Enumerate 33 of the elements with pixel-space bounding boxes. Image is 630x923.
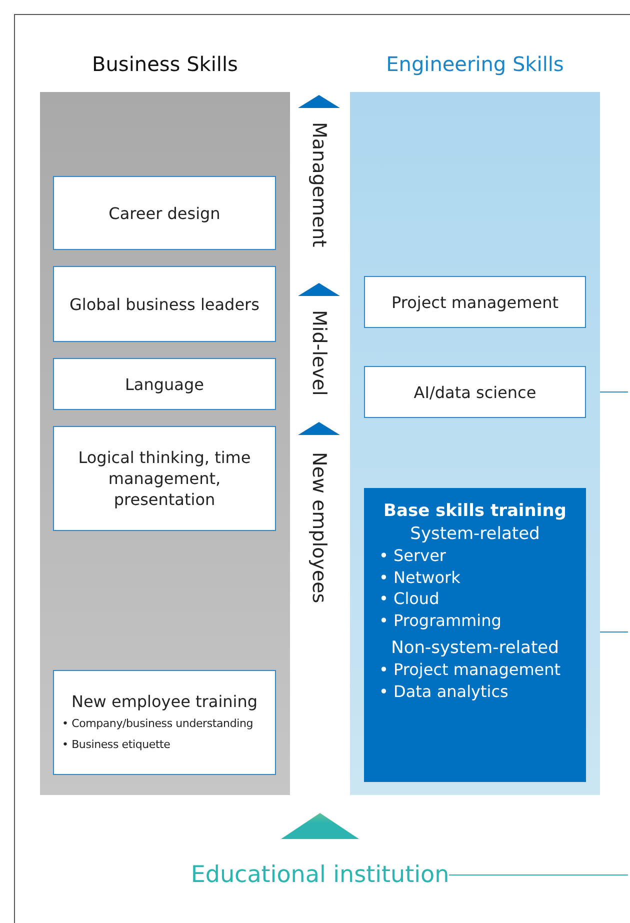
column-heading: Business Skills bbox=[91, 52, 239, 76]
column-heading: Engineering Skills bbox=[385, 52, 565, 76]
box-title: Career design bbox=[108, 202, 220, 224]
training-box bbox=[364, 276, 586, 328]
level-label: Management bbox=[308, 122, 330, 248]
connector-line bbox=[448, 874, 628, 876]
training-box bbox=[53, 426, 276, 531]
subheading: System-related bbox=[410, 523, 540, 545]
node-label: Educational institution bbox=[190, 860, 450, 890]
training-box bbox=[53, 358, 276, 410]
level-label: New employees bbox=[308, 452, 330, 604]
bullet-item: • Project management bbox=[378, 659, 561, 680]
bullet-item: • Business etiquette bbox=[62, 736, 170, 752]
bullet-item: • Data analytics bbox=[378, 680, 508, 702]
box-title: AI/data science bbox=[414, 382, 536, 402]
box-title: Base skills training bbox=[384, 500, 566, 523]
training-panel bbox=[364, 488, 586, 782]
subheading: Non-system-related bbox=[391, 637, 559, 659]
training-box bbox=[53, 670, 276, 775]
box-title: Language bbox=[125, 374, 204, 394]
bullet-item: • Cloud bbox=[378, 588, 440, 610]
box-title: Global business leaders bbox=[70, 294, 260, 314]
training-box bbox=[53, 266, 276, 342]
bullet-item: • Network bbox=[378, 566, 460, 588]
bullet-item: • Company/business understanding bbox=[62, 716, 254, 732]
box-title: Project management bbox=[391, 292, 558, 312]
box-title: Logical thinking, time management, presentation bbox=[77, 447, 252, 510]
box-title: New employee training bbox=[71, 690, 258, 712]
bullet-item: • Server bbox=[378, 545, 446, 566]
training-box bbox=[53, 176, 276, 250]
training-box bbox=[364, 366, 586, 418]
level-label: Mid-level bbox=[308, 310, 330, 396]
bullet-item: • Programming bbox=[378, 610, 502, 631]
